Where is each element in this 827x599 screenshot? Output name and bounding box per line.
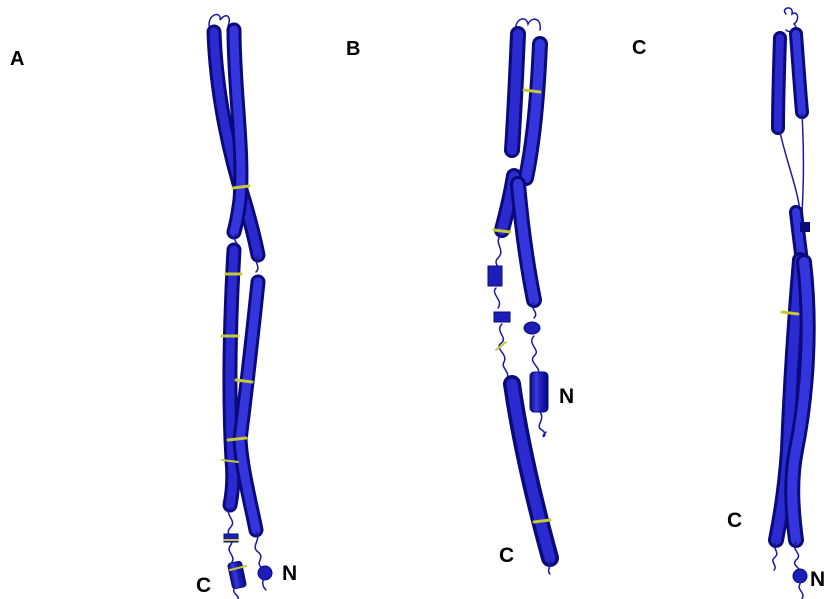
panel-b-label: B: [346, 38, 360, 60]
panel-c-c-terminus-label: C: [727, 509, 742, 532]
panel-a-c-terminus-label: C: [196, 574, 211, 597]
panel-c-n-terminus-label: N: [810, 568, 825, 591]
panel-a-label: A: [10, 48, 24, 70]
panel-b-structure: [488, 19, 550, 574]
panel-c-label: C: [632, 37, 646, 59]
panel-b-n-terminus-label: N: [559, 385, 574, 408]
panel-b-c-terminus-label: C: [499, 544, 514, 567]
panel-c-structure: [773, 8, 810, 599]
panel-a-n-terminus-label: N: [282, 562, 297, 585]
panel-a-structure: [209, 15, 272, 599]
